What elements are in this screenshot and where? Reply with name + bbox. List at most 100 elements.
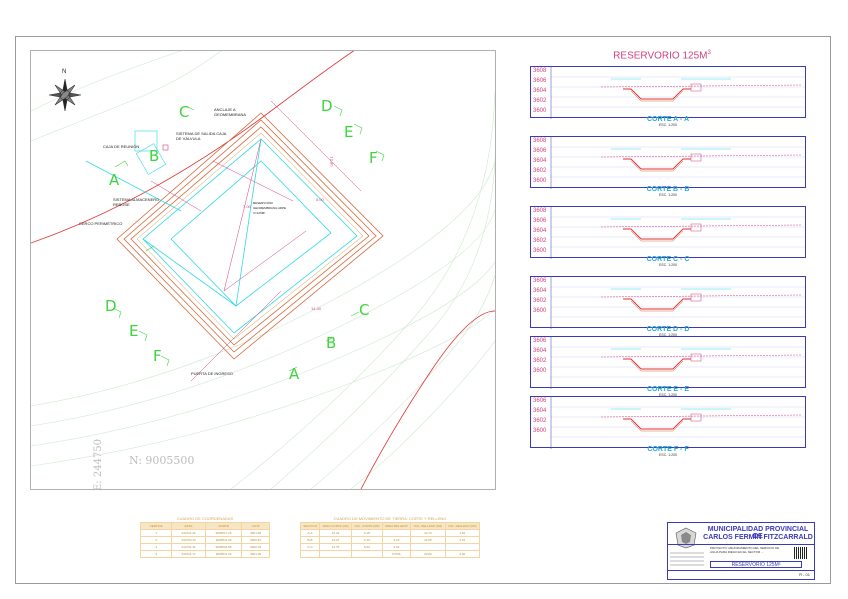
coord-north: N: 9005500: [129, 454, 195, 467]
dim-a: 12.80: [329, 156, 335, 167]
section-letter-d-bottom: D: [105, 297, 117, 315]
section-scale: ESC. 1:200: [659, 193, 677, 197]
elevation-tick: 3608: [533, 68, 547, 74]
section-letter-c-top: C: [179, 103, 190, 121]
title-block: MUNICIPALIDAD PROVINCIAL DE CARLOS FERMI…: [667, 522, 815, 580]
elevation-tick: 3608: [533, 138, 547, 144]
elevation-tick: 3602: [533, 418, 547, 424]
elevation-tick: 3606: [533, 218, 547, 224]
elevation-tick: 3602: [533, 298, 547, 304]
dim-d: 5.00: [316, 197, 324, 202]
label-anclaje: ANCLAJE A GEOMEMBRANA: [214, 107, 247, 117]
section-letter-e-bottom: E: [129, 322, 139, 340]
plan-view: N ANCLAJE A GEOMEMBRANA SISTEMA DE SALID…: [30, 43, 510, 491]
section-letter-d-top: D: [321, 97, 333, 115]
qr-icon: [794, 547, 808, 559]
section-profile-2: 3608 3606 3604 3602 3600: [530, 136, 806, 189]
section-scale: ESC. 1:200: [659, 263, 677, 267]
elevation-tick: 3604: [533, 408, 547, 414]
elevation-tick: 3604: [533, 88, 547, 94]
section-letter-f-bottom: F: [153, 347, 162, 365]
volume-table-title: CUADRO DE MOVIMIENTO DE TIERRA: CORTE Y …: [333, 516, 447, 521]
project-text: PROYECTO: MEJORAMIENTO DEL SERVICIO DE A…: [710, 546, 780, 554]
section-letter-e-top: E: [344, 123, 354, 141]
dim-b: 14.30: [311, 306, 322, 311]
municipal-seal-icon: [672, 527, 700, 549]
section-letter-f-top: F: [369, 149, 378, 167]
elevation-tick: 3608: [533, 208, 547, 214]
elevation-tick: 3600: [533, 178, 547, 184]
coord-header: COTA: [241, 522, 270, 530]
section-profile-3: 3608 3606 3604 3602 3600: [530, 206, 806, 259]
org-line1: MUNICIPALIDAD PROVINCIAL DE: [707, 526, 809, 540]
coord-table-title: CUADRO DE COORDENADAS: [176, 516, 234, 521]
section-letter-a-bottom: A: [289, 365, 300, 383]
elevation-tick: 3602: [533, 358, 547, 364]
elevation-tick: 3604: [533, 228, 547, 234]
section-scale: ESC. 1:200: [659, 393, 677, 397]
section-letter-a-top: A: [109, 171, 120, 189]
section-letter-b-top: B: [149, 147, 160, 165]
elevation-tick: 3600: [533, 108, 547, 114]
coord-header: NORTE: [204, 522, 243, 530]
elevation-tick: 3606: [533, 148, 547, 154]
elevation-tick: 3606: [533, 398, 547, 404]
section-scale: ESC. 1:200: [659, 123, 677, 127]
section-letter-c-bottom: C: [359, 301, 370, 319]
elevation-tick: 3602: [533, 238, 547, 244]
coord-header: ESTE: [171, 522, 206, 530]
plan-name: RESERVORIO 125M³: [710, 561, 802, 568]
north-label: N: [62, 69, 67, 75]
section-scale: ESC. 1:200: [659, 453, 677, 457]
section-profile-6: 3606 3604 3602 3600: [530, 396, 806, 449]
elevation-tick: 3602: [533, 98, 547, 104]
elevation-tick: 3602: [533, 168, 547, 174]
section-letter-b-bottom: B: [326, 334, 337, 352]
section-scale: ESC. 1:200: [659, 333, 677, 337]
label-reservorio: RESERVORIO GEOMEMBRANA HDPE V=125M³: [253, 201, 287, 215]
sheet-frame: [15, 36, 831, 584]
elevation-tick: 3600: [533, 368, 547, 374]
section-name: CORTE F - F: [647, 446, 689, 453]
org-line2: CARLOS FERMIN FITZCARRALD: [703, 534, 813, 541]
dim-c: 7.00: [243, 204, 251, 209]
elevation-tick: 3604: [533, 348, 547, 354]
label-caja-reunion: CAJA DE REUNIÓN: [103, 144, 140, 149]
section-profile-5: 3606 3604 3602 3600: [530, 336, 806, 389]
coord-east: E: 244750: [93, 438, 104, 491]
section-name: CORTE B - B: [646, 186, 690, 193]
elevation-tick: 3600: [533, 428, 547, 434]
north-arrow: [48, 78, 82, 112]
label-cerco: CERCO PERIMÉTRICO: [79, 221, 123, 226]
coord-header: VERTICE: [139, 522, 173, 530]
section-name: CORTE D - D: [646, 326, 690, 333]
elevation-tick: 3606: [533, 278, 547, 284]
sections-title: RESERVORIO 125M3: [613, 50, 711, 62]
label-caja-valvula: SISTEMA DE SALIDA CAJA DE VÁLVULA: [176, 131, 227, 141]
elevation-tick: 3600: [533, 308, 547, 314]
elevation-tick: 3604: [533, 158, 547, 164]
elevation-tick: 3606: [533, 338, 547, 344]
label-sistema: SISTEMA ALMACENERO REBOSE: [113, 197, 160, 207]
section-name: CORTE A - A: [647, 116, 689, 123]
elevation-tick: 3600: [533, 248, 547, 254]
section-name: CORTE C - C: [646, 256, 690, 263]
label-puerta: PUERTA DE INGRESO: [191, 371, 233, 376]
elevation-tick: 3604: [533, 288, 547, 294]
